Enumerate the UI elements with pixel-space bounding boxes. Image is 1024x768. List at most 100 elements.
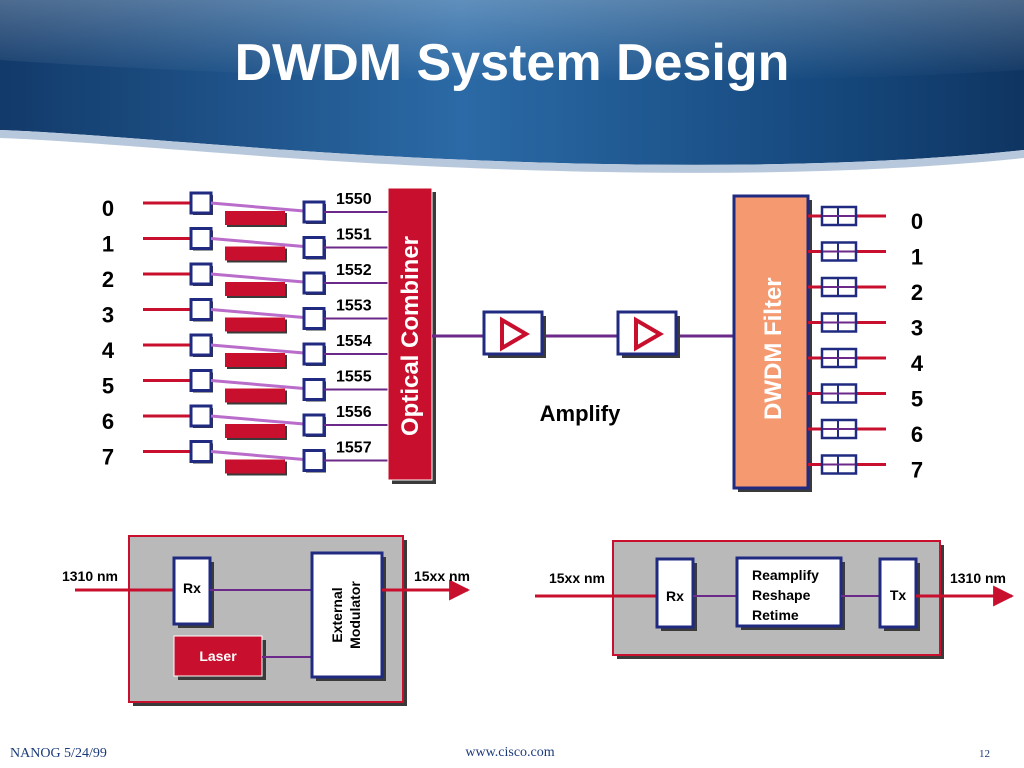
amplify-label: Amplify [540, 401, 621, 426]
left-channel-number: 7 [102, 445, 114, 470]
modulator-box [302, 342, 326, 366]
regenerator-tx-label: Tx [890, 587, 907, 603]
laser-bar [225, 388, 285, 403]
receiver-box [189, 298, 213, 321]
receiver-box [189, 404, 213, 428]
left-channel-number: 0 [102, 196, 114, 221]
receive-row [808, 312, 886, 333]
laser-bar [225, 353, 285, 367]
laser-bar [225, 211, 285, 225]
wavelength-label: 1554 [336, 333, 372, 350]
footer-page-number: 12 [979, 748, 990, 760]
transmit-row [143, 440, 390, 476]
right-channel-number: 0 [911, 209, 923, 234]
r3-line-2: Reshape [752, 587, 811, 603]
transponder-rx [172, 556, 214, 628]
wavelength-label: 1557 [336, 440, 372, 457]
receiver-box [189, 191, 213, 215]
right-channel-number: 4 [911, 351, 924, 376]
right-channel-number: 3 [911, 316, 923, 341]
laser-bar [225, 459, 285, 474]
amplifier-2 [616, 310, 680, 358]
transmit-row [143, 298, 390, 334]
wavelength-label: 1552 [336, 262, 372, 279]
page-title: DWDM System Design [235, 34, 790, 92]
laser-block [173, 635, 266, 680]
receiver-box [189, 440, 213, 463]
receive-row [808, 454, 886, 475]
right-channel-number: 7 [911, 458, 923, 483]
regenerator-tx [878, 557, 920, 631]
receive-row [808, 347, 886, 369]
right-channel-number: 2 [911, 280, 923, 305]
combiner-label: Optical Combiner [397, 236, 424, 436]
modulator-box [302, 271, 326, 295]
left-channel-number: 2 [102, 267, 114, 292]
modulator-box [302, 236, 326, 259]
transmit-row [143, 369, 390, 405]
external-modulator [310, 551, 386, 681]
receiver-box [189, 369, 213, 392]
receive-row [808, 205, 886, 227]
receiver-box [189, 333, 213, 357]
left-channel-number: 3 [102, 303, 114, 328]
left-channel-number: 6 [102, 409, 114, 434]
footer-url: www.cisco.com [465, 745, 554, 760]
modulator-box [302, 449, 326, 472]
transmit-row [143, 262, 390, 298]
transmit-channel-rows [143, 191, 390, 476]
internal-link [210, 201, 305, 213]
receiver-box [189, 227, 213, 250]
internal-link [210, 343, 305, 355]
optical-combiner [387, 187, 436, 484]
laser-bar [225, 424, 285, 438]
left-channel-number: 1 [102, 232, 114, 257]
transmit-row [143, 333, 390, 369]
modulator-box [302, 378, 326, 401]
right-channel-number: 5 [911, 387, 923, 412]
wavelength-label: 1551 [336, 227, 372, 244]
right-channel-numbers: 0 1 2 3 4 5 6 7 [911, 209, 924, 483]
transponder-input-label: 1310 nm [62, 568, 118, 584]
footer-event: NANOG 5/24/99 [10, 746, 107, 761]
internal-link [210, 308, 305, 319]
laser-bar [225, 246, 285, 261]
right-channel-number: 1 [911, 245, 923, 270]
laser-bar [225, 282, 285, 296]
modulator-box [302, 307, 326, 330]
title-banner [0, 0, 1024, 173]
transponder-rx-label: Rx [183, 580, 201, 596]
internal-link [210, 237, 305, 248]
wavelength-label: 1556 [336, 404, 372, 421]
wavelength-labels: 1550 1551 1552 1553 1554 1555 1556 1557 [336, 191, 372, 457]
modulator-line-1: External [329, 587, 345, 642]
internal-link [210, 450, 305, 461]
regenerator-output-label: 1310 nm [950, 570, 1006, 586]
transponder-output-label: 15xx nm [414, 568, 470, 584]
wavelength-label: 1553 [336, 298, 372, 315]
receive-row [808, 383, 886, 404]
reamplify-reshape-retime-block [735, 556, 845, 630]
right-channel-number: 6 [911, 422, 923, 447]
transmit-row [143, 404, 390, 440]
transmit-row [143, 227, 390, 263]
wavelength-label: 1555 [336, 369, 372, 386]
left-channel-number: 5 [102, 374, 114, 399]
r3-line-1: Reamplify [752, 567, 819, 583]
wavelength-label: 1550 [336, 191, 372, 208]
receive-channel-rows [808, 205, 886, 475]
regenerator-input-label: 15xx nm [549, 570, 605, 586]
internal-link [210, 414, 305, 426]
regenerator-rx [655, 557, 697, 631]
r3-line-3: Retime [752, 607, 799, 623]
dwdm-filter [732, 194, 812, 492]
receive-row [808, 418, 886, 440]
internal-link [210, 379, 305, 390]
transmit-row [143, 191, 390, 227]
amplifier-1 [482, 310, 546, 358]
modulator-box [302, 413, 326, 437]
receiver-box [189, 262, 213, 286]
internal-link [210, 272, 305, 284]
